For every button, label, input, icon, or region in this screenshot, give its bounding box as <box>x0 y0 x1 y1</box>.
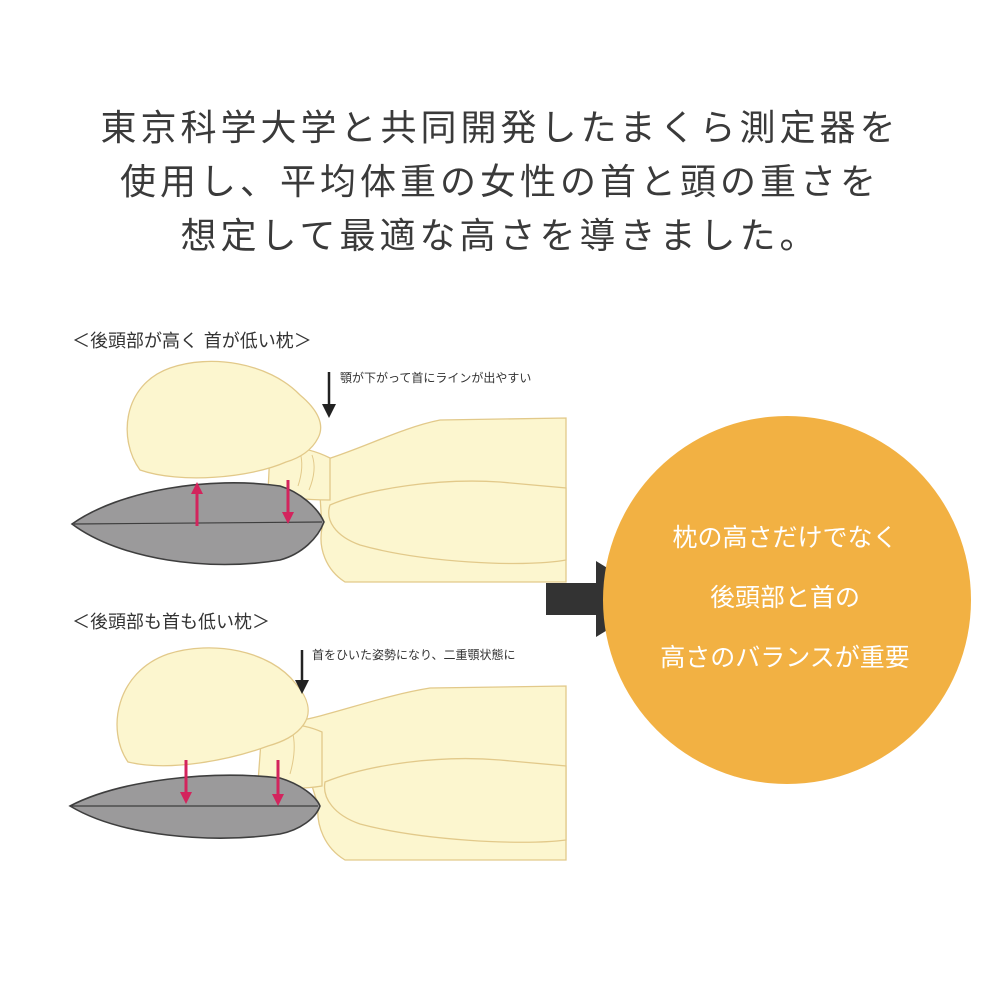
headline-line: 東京科学大学と共同開発したまくら測定器を <box>100 108 900 149</box>
arm-shape <box>328 480 567 565</box>
pillow-shape <box>68 774 321 839</box>
scene-top <box>70 360 567 583</box>
annotation-note: 顎が下がって首にラインが出やすい <box>340 371 532 385</box>
section-label: ＜後頭部も首も低い枕＞ <box>72 612 270 633</box>
scene-bottom <box>68 647 567 861</box>
right-arrow-icon <box>546 561 658 637</box>
headline-line: 使用し、平均体重の女性の首と頭の重さを <box>119 162 880 203</box>
annotation-note: 首をひいた姿勢になり、二重顎状態に <box>312 648 516 662</box>
headline: 東京科学大学と共同開発したまくら測定器を 使用し、平均体重の女性の首と頭の重さを… <box>0 102 1000 264</box>
section-label: ＜後頭部が高く 首が低い枕＞ <box>72 331 312 352</box>
conclusion-line: 枕の高さだけでなく <box>672 523 898 552</box>
conclusion-text: 枕の高さだけでなく 後頭部と首の 高さのバランスが重要 <box>600 508 970 688</box>
head-shape <box>126 360 322 479</box>
conclusion-line: 後頭部と首の <box>709 583 860 612</box>
headline-line: 想定して最適な高さを導きました。 <box>180 216 820 257</box>
conclusion-line: 高さのバランスが重要 <box>660 643 910 672</box>
arm-shape <box>323 758 567 843</box>
conclusion-circle <box>603 416 971 784</box>
